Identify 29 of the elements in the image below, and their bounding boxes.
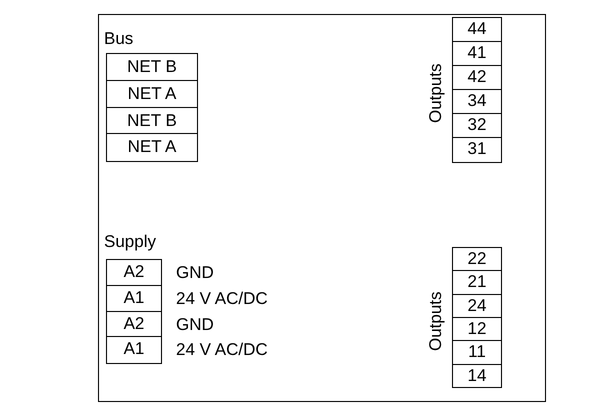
terminal-box: NET B [106,53,198,82]
group-heading: Outputs [425,62,446,126]
terminal-box: 41 [452,41,502,66]
terminal-box: 12 [452,317,502,342]
terminal-box: 34 [452,89,502,114]
terminal-box: A2 [106,310,162,338]
terminal-label: GND [176,314,214,336]
terminal-box: 24 [452,294,502,318]
terminal-box: 31 [452,137,502,162]
terminal-box: NET B [106,106,198,135]
terminal-box: A1 [106,336,162,364]
terminal-box: 32 [452,113,502,138]
terminal-box: 14 [452,364,502,388]
terminal-box: A1 [106,284,162,312]
terminal-box: 21 [452,270,502,296]
terminal-box: NET A [106,133,198,162]
terminal-label: GND [176,262,214,284]
group-heading: Bus [104,29,134,49]
terminal-box: 22 [452,247,502,272]
terminal-label: 24 V AC/DC [176,339,268,362]
terminal-box: A2 [106,259,162,286]
terminal-label: 24 V AC/DC [176,288,268,310]
group-heading: Supply [104,232,156,252]
terminal-box: NET A [106,80,198,108]
device-outline [98,14,546,402]
terminal-box: 44 [452,17,502,42]
terminal-box: 42 [452,65,502,90]
terminal-box: 11 [452,340,502,366]
group-heading: Outputs [425,290,446,354]
